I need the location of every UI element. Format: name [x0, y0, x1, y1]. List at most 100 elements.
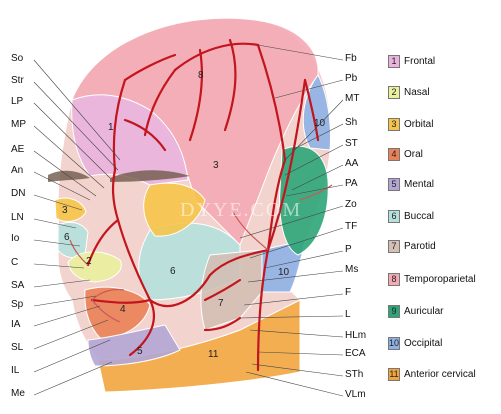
label-sth: STh	[345, 369, 364, 380]
label-mt: MT	[345, 93, 360, 104]
region-orbital-right	[143, 182, 206, 237]
label-pa: PA	[345, 178, 358, 189]
guide-line	[33, 150, 97, 197]
label-me: Me	[11, 388, 25, 399]
guide-line	[239, 315, 344, 319]
region-nasal	[67, 251, 122, 283]
legend-item-frontal: 1 Frontal	[388, 53, 435, 69]
legend-label: Occipital	[404, 337, 443, 349]
legend-swatch: 3	[388, 117, 400, 131]
region-number: 7	[218, 298, 224, 309]
guide-line	[33, 102, 111, 179]
guide-line	[33, 239, 81, 247]
legend-swatch: 10	[388, 336, 400, 350]
label-c: C	[11, 257, 19, 268]
legend-item-parotid: 7 Parotid	[388, 238, 436, 254]
guide-line	[249, 329, 344, 338]
guide-line	[257, 44, 344, 61]
legend-swatch: 7	[388, 239, 400, 253]
legend-swatch: 11	[388, 367, 400, 381]
label-l: L	[345, 309, 351, 320]
region-number: 11	[208, 349, 219, 360]
region-mental	[87, 324, 181, 367]
label-sh: Sh	[345, 117, 358, 128]
guide-line	[257, 351, 344, 356]
label-f: F	[345, 287, 352, 298]
label-aa: AA	[345, 158, 359, 169]
guide-line	[33, 218, 77, 229]
label-io: Io	[11, 233, 20, 244]
region-auricular	[279, 145, 329, 256]
guide-line	[33, 361, 113, 396]
guide-line	[284, 99, 344, 161]
legend-label: Frontal	[404, 55, 436, 67]
legend-swatch: 1	[388, 54, 400, 68]
label-sp: Sp	[11, 299, 24, 310]
guide-line	[264, 250, 344, 269]
legend-label: Auricular	[404, 305, 444, 317]
label-il: IL	[11, 365, 20, 376]
label-ia: IA	[11, 319, 21, 330]
label-eca: ECA	[345, 348, 366, 359]
region-number: 6	[64, 232, 70, 243]
region-number: 4	[120, 304, 126, 315]
watermark-text: DYYE.COM	[180, 199, 302, 221]
label-an: An	[11, 165, 24, 176]
legend-swatch: 6	[388, 209, 400, 223]
guide-line	[284, 144, 344, 176]
region-number: 3	[213, 160, 219, 171]
label-tf: TF	[345, 221, 358, 232]
guide-line	[33, 59, 121, 161]
guide-line	[33, 319, 109, 350]
legend-label: Temporoparietal	[404, 273, 476, 285]
legend-label: Parotid	[404, 240, 436, 252]
guide-line	[285, 184, 344, 197]
guide-line	[251, 363, 344, 377]
label-pb: Pb	[345, 73, 358, 84]
region-buccal-left	[57, 221, 89, 259]
artery-network	[86, 38, 320, 372]
label-st: ST	[345, 138, 358, 149]
label-vlm: VLm	[345, 389, 366, 400]
label-ln: LN	[11, 212, 24, 223]
region-number: 10	[278, 267, 290, 278]
guide-line	[33, 295, 97, 307]
region-number: 10	[314, 118, 326, 129]
label-hlm: HLm	[345, 330, 367, 341]
label-so: So	[11, 53, 24, 64]
region-number: 2	[86, 256, 92, 267]
legend-label: Anterior cervical	[404, 368, 476, 380]
legend-item-buccal: 6 Buccal	[388, 208, 434, 224]
legend-label: Buccal	[404, 210, 435, 222]
legend-swatch: 9	[388, 304, 400, 318]
guide-line	[33, 125, 105, 189]
region-number: 6	[170, 266, 176, 277]
guide-line	[243, 293, 344, 306]
region-number: 3	[62, 205, 68, 216]
legend-swatch: 5	[388, 177, 400, 191]
guide-line	[33, 194, 83, 211]
eyebrow-right	[110, 170, 190, 182]
guide-line	[291, 164, 344, 191]
legend-label: Oral	[404, 148, 423, 160]
region-occipital-upper	[302, 74, 331, 151]
region-frontal	[71, 94, 189, 186]
label-sa: SA	[11, 280, 25, 291]
label-str: Str	[11, 75, 24, 86]
guide-line	[291, 123, 344, 151]
guide-line	[33, 263, 85, 269]
guide-line	[274, 79, 344, 99]
guide-line	[33, 171, 91, 201]
guide-line	[247, 270, 344, 283]
label-guide-lines	[33, 44, 344, 397]
guide-line	[33, 305, 101, 327]
label-fb: Fb	[345, 53, 357, 64]
label-p: P	[345, 244, 352, 255]
